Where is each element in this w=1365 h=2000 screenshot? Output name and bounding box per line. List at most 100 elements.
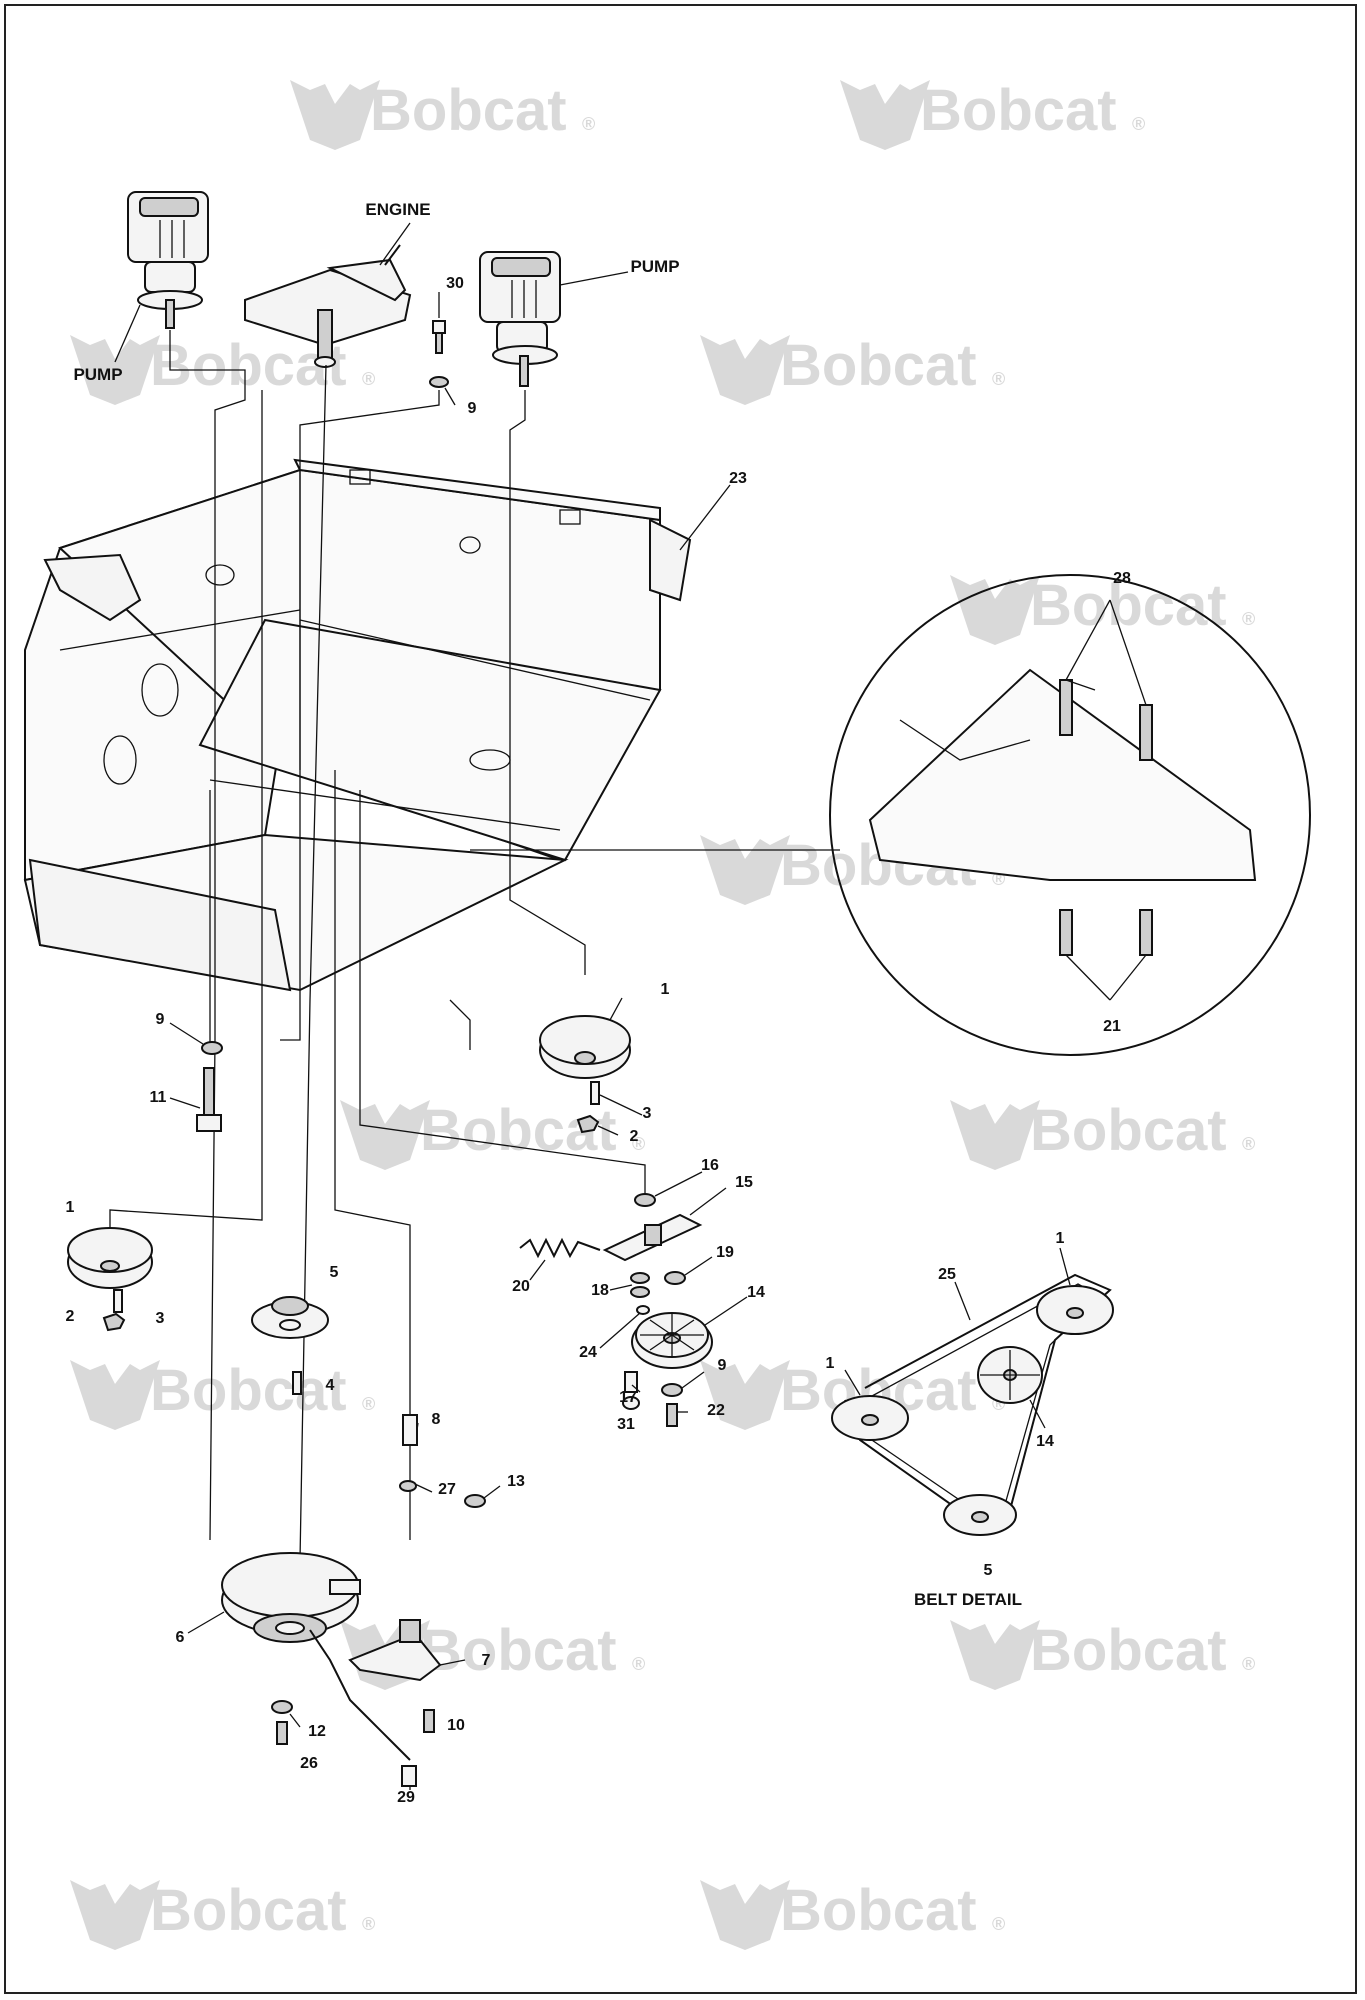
bobcat-watermark: Bobcat® [840, 78, 1145, 150]
connector-29 [401, 1765, 417, 1787]
callout-6: 6 [176, 1629, 185, 1646]
idler-arm-15 [602, 1213, 703, 1262]
registered-mark: ® [632, 1134, 645, 1154]
bobcat-logo-icon [950, 575, 1040, 645]
callout-1: 1 [826, 1355, 835, 1372]
bolt-10 [423, 1709, 435, 1733]
key-4 [292, 1371, 302, 1395]
bobcat-watermark-text: Bobcat [1030, 573, 1227, 638]
callout-10: 10 [447, 1717, 465, 1734]
diagram-border [4, 4, 1357, 1994]
callout-28: 28 [1113, 570, 1131, 587]
wire-harness-29 [309, 1629, 411, 1761]
inset-detail-circle [829, 574, 1311, 1056]
callout-14: 14 [747, 1284, 765, 1301]
bobcat-watermark-text: Bobcat [1030, 1618, 1227, 1683]
bobcat-watermarks: Bobcat ® Bobcat ® Bobcat ® Bobcat ® Bobcat ® Bobca… [70, 78, 1255, 1950]
callout-16: 16 [701, 1157, 719, 1174]
callout-1: 1 [661, 981, 670, 998]
callout-7: 7 [482, 1652, 491, 1669]
registered-mark: ® [1242, 1654, 1255, 1674]
key-3-upper [590, 1081, 600, 1105]
registered-mark: ® [1132, 114, 1145, 134]
callout-30: 30 [446, 275, 464, 292]
bobcat-logo-icon [700, 835, 790, 905]
nut-2-upper [576, 1114, 600, 1134]
bobcat-logo-icon [70, 1360, 160, 1430]
callout-leaders [114, 222, 1071, 1790]
retainer-24 [636, 1305, 650, 1315]
bobcat-watermark: Bobcat® [290, 78, 595, 150]
registered-mark: ® [992, 369, 1005, 389]
spacer-8 [402, 1414, 418, 1446]
registered-mark: ® [632, 1654, 645, 1674]
bobcat-watermark: Bobcat ® [950, 1098, 1255, 1170]
registered-mark: ® [362, 1394, 375, 1414]
callout-12: 12 [308, 1723, 326, 1740]
bobcat-watermark: Bobcat ® [950, 1618, 1255, 1690]
washer-9-top [429, 376, 449, 388]
chassis-frame [23, 458, 692, 992]
bobcat-logo-icon [70, 335, 160, 405]
bobcat-watermark-text: Bobcat [1030, 1098, 1227, 1163]
callout-27: 27 [438, 1481, 456, 1498]
callout-14: 14 [1036, 1433, 1054, 1450]
label-pump-right: PUMP [630, 257, 679, 276]
pulley-1-lower [67, 1227, 153, 1289]
callout-22: 22 [707, 1402, 725, 1419]
callout-11: 11 [150, 1089, 167, 1106]
spacer-27 [399, 1480, 417, 1492]
bobcat-watermark: Bobcat® [700, 1878, 1005, 1950]
label-engine: ENGINE [365, 200, 430, 219]
registered-mark: ® [362, 1914, 375, 1934]
callout-31: 31 [617, 1416, 635, 1433]
registered-mark: ® [1242, 609, 1255, 629]
assembly-lines [109, 330, 646, 1561]
callout-2: 2 [630, 1128, 639, 1145]
bobcat-watermark: Bobcat ® [950, 573, 1255, 645]
callout-1: 1 [66, 1199, 75, 1216]
callout-15: 15 [735, 1174, 753, 1191]
callout-2: 2 [66, 1308, 75, 1325]
bobcat-watermark-text: Bobcat [370, 78, 567, 143]
washer-12 [271, 1700, 293, 1714]
callout-23: 23 [729, 470, 747, 487]
bobcat-logo-icon [340, 1100, 430, 1170]
bobcat-watermark-text: Bobcat [780, 333, 977, 398]
callout-8: 8 [432, 1411, 441, 1428]
callout-3: 3 [643, 1105, 652, 1122]
callout-9: 9 [718, 1357, 727, 1374]
callout-5: 5 [330, 1264, 339, 1281]
bolt-30 [432, 320, 446, 354]
washer-16 [634, 1193, 656, 1207]
callout-1: 1 [1056, 1230, 1065, 1247]
callout-3: 3 [156, 1310, 165, 1327]
callout-25: 25 [938, 1266, 956, 1283]
bushing-18a [630, 1272, 650, 1284]
bobcat-watermark-text: Bobcat [150, 333, 347, 398]
bobcat-watermark: Bobcat® [70, 1358, 375, 1430]
spring-20 [519, 1237, 601, 1259]
callout-4: 4 [326, 1377, 335, 1394]
pump-right [479, 251, 561, 387]
bobcat-watermark-text: Bobcat [780, 1878, 977, 1943]
bobcat-watermark: Bobcat® [70, 1878, 375, 1950]
registered-mark: ® [1242, 1134, 1255, 1154]
pulley-1-upper [539, 1015, 631, 1079]
callout-5: 5 [984, 1562, 993, 1579]
engine-mount [244, 244, 412, 368]
cap-31 [622, 1396, 640, 1410]
callout-20: 20 [512, 1278, 530, 1295]
pulley-5 [251, 1296, 329, 1339]
bobcat-logo-icon [70, 1880, 160, 1950]
bobcat-logo-icon [840, 80, 930, 150]
callout-13: 13 [507, 1473, 525, 1490]
registered-mark: ® [362, 369, 375, 389]
callout-9: 9 [468, 400, 477, 417]
bushing-18b [630, 1286, 650, 1298]
bobcat-logo-icon [950, 1620, 1040, 1690]
callout-19: 19 [716, 1244, 734, 1261]
